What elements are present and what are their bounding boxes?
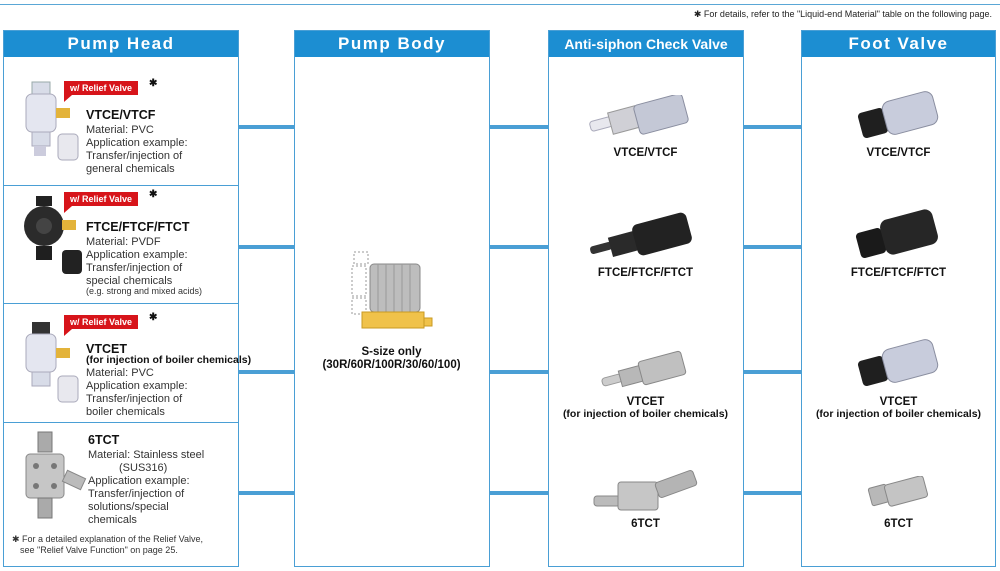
- relief-star: ✱: [149, 312, 158, 323]
- pump-head-subname: (for injection of boiler chemicals): [86, 354, 252, 366]
- vtce-foot-valve-image: [857, 91, 939, 139]
- pump-head-material: Material: Stainless steel: [88, 449, 205, 461]
- vtce-anti-siphon-image: [589, 95, 689, 135]
- application-text: solutions/special: [88, 501, 169, 513]
- relief-valve-badge: w/ Relief Valve: [64, 81, 139, 102]
- row-separator: [4, 422, 238, 423]
- foot-valve-header: Foot Valve: [802, 31, 995, 57]
- 6tct-foot-valve-image: [867, 476, 928, 507]
- application-text: Transfer/injection of: [86, 262, 183, 274]
- anti-siphon-name: FTCE/FTCF/FTCT: [597, 267, 694, 279]
- connector: [744, 491, 801, 495]
- foot-valve-name: VTCE/VTCF: [866, 147, 931, 159]
- connector: [744, 125, 801, 129]
- row-separator: [4, 303, 238, 304]
- relief-valve-note: see "Relief Valve Function" on page 25.: [20, 545, 178, 555]
- connector: [490, 370, 548, 374]
- vtce-pump-head-image: [25, 81, 79, 161]
- 6tct-anti-siphon-image: [593, 469, 698, 511]
- application-label: Application example:: [86, 380, 188, 392]
- relief-star: ✱: [149, 78, 158, 89]
- ftce-pump-head-image: [24, 196, 82, 274]
- connector: [490, 245, 548, 249]
- 6tct-pump-head-image: [25, 431, 87, 519]
- connector: [744, 245, 801, 249]
- connector: [239, 125, 294, 129]
- application-label: Application example:: [86, 249, 188, 261]
- pump-head-material: Material: PVC: [86, 124, 154, 136]
- anti-siphon-name: 6TCT: [631, 518, 660, 530]
- vtcet-pump-head-image: [25, 322, 79, 403]
- top-footnote: ✱ For details, refer to the "Liquid-end …: [693, 9, 992, 19]
- application-note: (e.g. strong and mixed acids): [86, 286, 203, 296]
- connector: [490, 491, 548, 495]
- connector: [239, 491, 294, 495]
- row-separator: [4, 185, 238, 186]
- anti-siphon-subname: (for injection of boiler chemicals): [562, 408, 729, 420]
- anti-siphon-name: VTCE/VTCF: [613, 147, 678, 159]
- relief-valve-note: ✱ For a detailed explanation of the Reli…: [12, 534, 203, 544]
- application-text: chemicals: [88, 514, 137, 526]
- connector: [239, 370, 294, 374]
- top-rule: [0, 4, 1000, 5]
- application-text: Transfer/injection of: [86, 150, 183, 162]
- pump-body-models: (30R/60R/100R/30/60/100): [322, 359, 461, 371]
- pump-head-material: Material: PVC: [86, 367, 154, 379]
- connector: [490, 125, 548, 129]
- foot-valve-subname: (for injection of boiler chemicals): [815, 408, 982, 420]
- application-label: Application example:: [88, 475, 190, 487]
- pump-body-image: [351, 251, 433, 329]
- anti-siphon-name: VTCET: [626, 396, 665, 408]
- vtcet-anti-siphon-image: [601, 350, 687, 388]
- pump-head-material: (SUS316): [119, 462, 168, 474]
- application-text: boiler chemicals: [86, 406, 165, 418]
- pump-head-name: FTCE/FTCF/FTCT: [86, 220, 190, 234]
- application-text: Transfer/injection of: [88, 488, 185, 500]
- connector: [239, 245, 294, 249]
- pump-head-name: VTCE/VTCF: [86, 108, 156, 122]
- pump-head-material: Material: PVDF: [86, 236, 161, 248]
- application-text: Transfer/injection of: [86, 393, 183, 405]
- pump-head-name: 6TCT: [88, 433, 120, 447]
- anti-siphon-column: Anti-siphon Check Valve: [548, 30, 744, 567]
- foot-valve-name: 6TCT: [884, 518, 913, 530]
- application-text: special chemicals: [86, 275, 173, 287]
- vtcet-foot-valve-image: [857, 339, 939, 387]
- application-label: Application example:: [86, 137, 188, 149]
- ftce-foot-valve-image: [855, 209, 938, 259]
- relief-valve-badge: w/ Relief Valve: [64, 192, 139, 213]
- pump-body-size: S-size only: [361, 346, 422, 358]
- relief-star: ✱: [149, 189, 158, 200]
- anti-siphon-header: Anti-siphon Check Valve: [549, 31, 743, 57]
- connector: [744, 370, 801, 374]
- pump-head-header: Pump Head: [4, 31, 238, 57]
- foot-valve-name: FTCE/FTCF/FTCT: [850, 267, 947, 279]
- pump-body-column: Pump Body: [294, 30, 490, 567]
- ftce-anti-siphon-image: [590, 212, 692, 258]
- pump-body-header: Pump Body: [295, 31, 489, 57]
- pump-head-name: VTCET: [86, 342, 127, 356]
- application-text: general chemicals: [86, 163, 175, 175]
- foot-valve-name: VTCET: [879, 396, 918, 408]
- relief-valve-badge: w/ Relief Valve: [64, 315, 139, 336]
